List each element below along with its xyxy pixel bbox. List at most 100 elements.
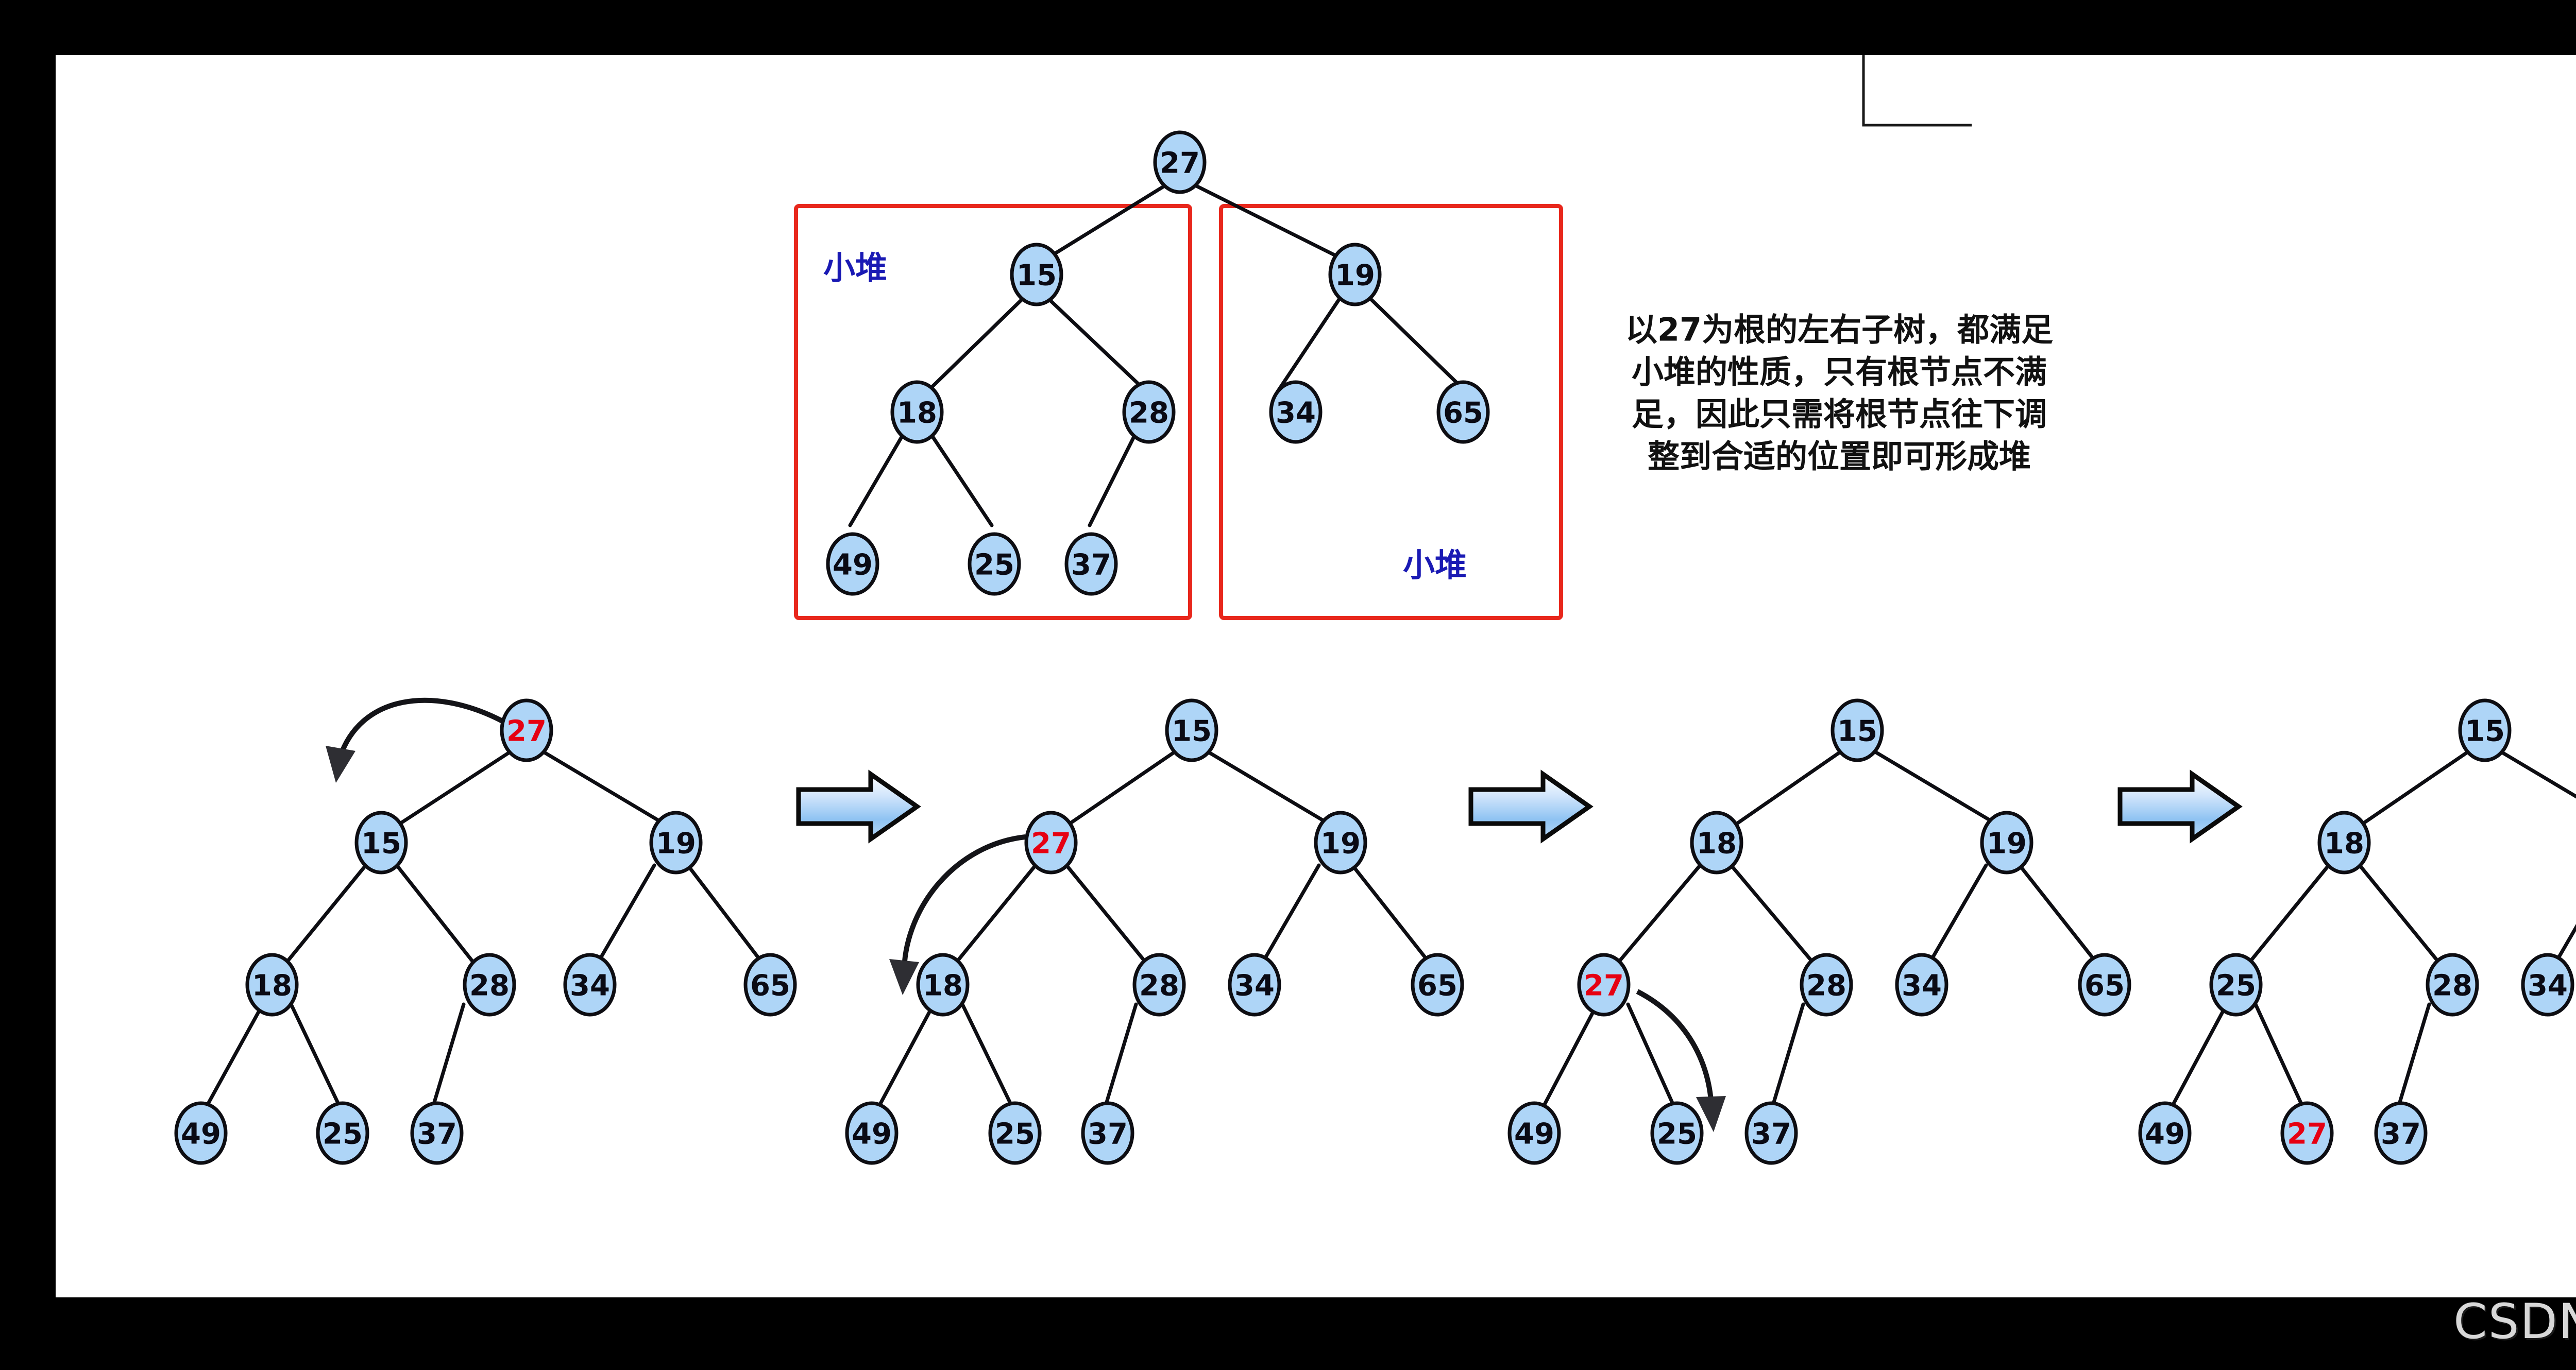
step-3-edges (1541, 750, 2099, 1109)
node-value: 27 (506, 715, 547, 748)
step-3-tree: 15 18 19 27 28 34 (1507, 698, 2131, 1165)
node-value: 25 (1657, 1118, 1697, 1151)
step-2-move-arrow (889, 834, 1026, 995)
node-value: 25 (974, 549, 1014, 582)
top-tree-node-49: 49 (826, 532, 879, 596)
node-value: 34 (1276, 397, 1316, 430)
top-tree-node-37: 37 (1064, 532, 1118, 596)
node-value: 18 (1697, 827, 1737, 861)
node-value: 28 (2432, 969, 2472, 1003)
node-value: 15 (361, 827, 401, 861)
node-value: 28 (1806, 969, 1846, 1003)
step-4-node-18: 18 (2317, 811, 2371, 875)
step-4-node-49: 49 (2138, 1101, 2192, 1165)
step-3-node-27: 27 (1577, 953, 1631, 1017)
step-separator-arrow-2 (1468, 769, 1594, 844)
step-2-node-49: 49 (845, 1101, 899, 1165)
step-separator-arrow-1 (796, 769, 921, 844)
step-3-node-65: 65 (2078, 953, 2131, 1017)
csdn-watermark: CSDN @序属秋秋秋 (2453, 1294, 2576, 1350)
step-3-node-28: 28 (1800, 953, 1853, 1017)
node-value: 19 (1987, 827, 2027, 861)
step-3-node-19: 19 (1980, 811, 2033, 875)
node-value: 19 (656, 827, 696, 861)
left-subheap-box (794, 204, 1192, 620)
node-value: 27 (1031, 827, 1071, 861)
step-1-node-49: 49 (174, 1101, 228, 1165)
step-3-node-18: 18 (1690, 811, 1743, 875)
step-1-move-arrow (326, 697, 504, 783)
top-tree-edges (848, 181, 1468, 527)
step-3-node-49: 49 (1507, 1101, 1561, 1165)
node-value: 65 (1443, 397, 1483, 430)
step-1-node-18: 18 (245, 953, 299, 1017)
node-value: 15 (1172, 715, 1212, 748)
step-separator-arrow-3 (2117, 769, 2243, 844)
step-1-edges (204, 750, 765, 1109)
step-2-node-19: 19 (1314, 811, 1367, 875)
node-value: 37 (1088, 1118, 1128, 1151)
node-value: 18 (897, 397, 937, 430)
top-tree-node-34: 34 (1269, 380, 1323, 444)
node-value: 28 (1129, 397, 1169, 430)
step-1-tree: 27 15 19 18 28 34 (174, 697, 797, 1165)
node-value: 49 (833, 549, 873, 582)
step-2-node-28: 28 (1132, 953, 1186, 1017)
node-value: 49 (2145, 1118, 2185, 1151)
node-value: 18 (252, 969, 292, 1003)
step-4-node-28: 28 (2426, 953, 2479, 1017)
step-3-node-15: 15 (1831, 698, 1884, 762)
right-subheap-box (1219, 204, 1563, 620)
step-1-node-28: 28 (463, 953, 516, 1017)
right-subheap-label: 小堆 (1403, 546, 1467, 584)
node-value: 49 (181, 1118, 221, 1151)
annotation-line-4: 整到合适的位置即可形成堆 (1648, 438, 2031, 475)
top-tree-node-15: 15 (1010, 243, 1063, 306)
step-4-node-37: 37 (2374, 1101, 2428, 1165)
step-4-tree: 15 18 19 25 28 34 (2138, 698, 2576, 1165)
step-4-edges (2170, 750, 2576, 1109)
node-value: 15 (1016, 259, 1057, 293)
step-3-move-arrow (1636, 989, 1726, 1132)
step-2-tree: 15 27 19 18 28 34 (845, 698, 1464, 1165)
node-value: 27 (1160, 147, 1200, 180)
node-value: 28 (1139, 969, 1179, 1003)
annotation-line-2: 小堆的性质，只有根节点不满 (1632, 353, 2047, 391)
node-value: 18 (923, 969, 963, 1003)
step-3-node-37: 37 (1744, 1101, 1798, 1165)
node-value: 19 (1320, 827, 1361, 861)
node-value: 65 (2084, 969, 2125, 1003)
top-tree-node-28: 28 (1122, 380, 1176, 444)
step-4-node-27: 27 (2280, 1101, 2334, 1165)
top-tree-node-19: 19 (1328, 243, 1382, 306)
node-value: 49 (852, 1118, 892, 1151)
node-value: 34 (570, 969, 610, 1003)
step-3-node-25: 25 (1650, 1101, 1704, 1165)
step-1-node-27: 27 (500, 698, 553, 762)
step-4-node-34: 34 (2521, 953, 2574, 1017)
node-value: 18 (2324, 827, 2364, 861)
stray-rectangle-artifact (1862, 55, 1972, 127)
node-value: 37 (417, 1118, 457, 1151)
annotation-line-1: 以27为根的左右子树，都满足 (1625, 311, 2053, 349)
node-value: 28 (469, 969, 510, 1003)
step-2-edges (876, 750, 1432, 1109)
node-value: 65 (750, 969, 790, 1003)
node-value: 19 (1335, 259, 1375, 293)
top-tree-node-65: 65 (1436, 380, 1490, 444)
annotation-text: 以27为根的左右子树，都满足 小堆的性质，只有根节点不满 足，因此只需将根节点往… (1625, 311, 2053, 475)
node-value: 34 (1902, 969, 1942, 1003)
step-2-node-27: 27 (1024, 811, 1078, 875)
step-1-node-15: 15 (354, 811, 408, 875)
step-4-node-15: 15 (2458, 698, 2512, 762)
step-2-node-37: 37 (1081, 1101, 1134, 1165)
step-1-node-65: 65 (743, 953, 797, 1017)
step-2-node-34: 34 (1228, 953, 1281, 1017)
step-1-node-34: 34 (563, 953, 617, 1017)
step-3-node-34: 34 (1895, 953, 1948, 1017)
left-subheap-label: 小堆 (823, 249, 887, 287)
node-value: 15 (1837, 715, 1877, 748)
node-value: 49 (1514, 1118, 1554, 1151)
node-value: 34 (1234, 969, 1275, 1003)
